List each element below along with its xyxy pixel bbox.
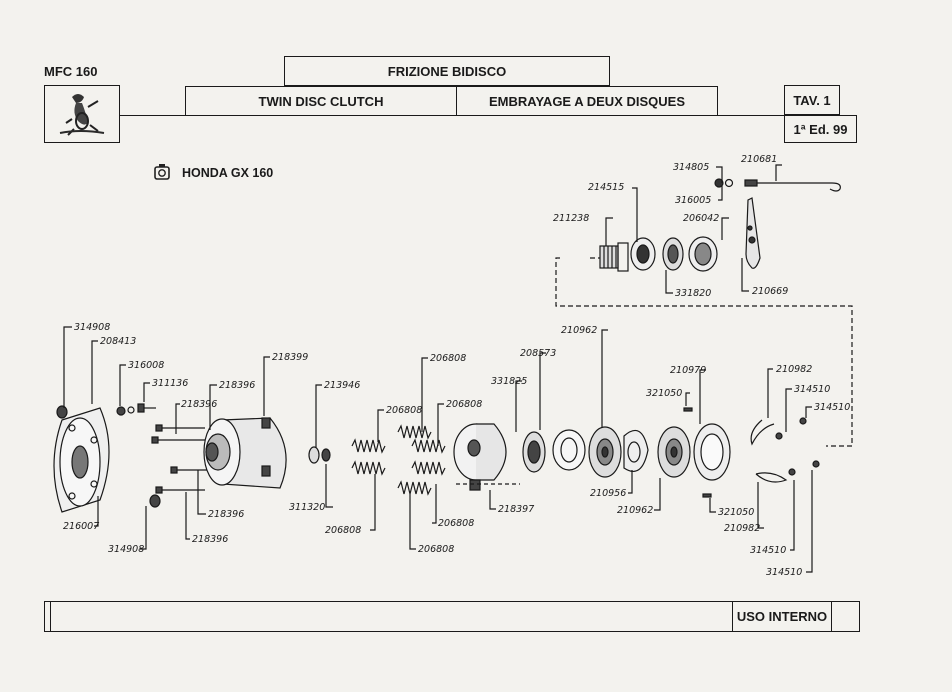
pn-218396-low: 218396 (208, 509, 244, 520)
pn-321050-top: 321050 (646, 388, 682, 399)
pn-208413: 208413 (100, 336, 136, 347)
pn-213946: 213946 (324, 380, 360, 391)
pn-206808-f: 206808 (418, 544, 454, 555)
pn-210681: 210681 (741, 154, 777, 165)
pn-206042: 206042 (683, 213, 719, 224)
pn-331825: 331825 (491, 376, 527, 387)
pn-210962-top: 210962 (561, 325, 597, 336)
part-pressure-plate (453, 423, 507, 491)
edition: 1ª Ed. 99 (784, 115, 857, 143)
pn-218396-bottom: 218396 (192, 534, 228, 545)
pn-314510-d: 314510 (766, 567, 802, 578)
pn-316005: 316005 (675, 195, 711, 206)
footer-left-tick (50, 601, 51, 632)
title-italian: FRIZIONE BIDISCO (284, 56, 610, 86)
pn-208573: 208573 (520, 348, 556, 359)
logo-box (44, 85, 120, 143)
pn-314805: 314805 (673, 162, 709, 173)
pn-210979: 210979 (670, 365, 706, 376)
engine-icon (153, 163, 173, 188)
pn-216007: 216007 (63, 521, 99, 532)
pn-206808-d: 206808 (325, 525, 361, 536)
pn-210962-bottom: 210962 (617, 505, 653, 516)
pn-218396-mid: 218396 (181, 399, 217, 410)
pn-218396-top: 218396 (219, 380, 255, 391)
engine-label: HONDA GX 160 (182, 166, 274, 180)
pn-210982-bottom: 210982 (724, 523, 760, 534)
pn-210669: 210669 (752, 286, 788, 297)
part-bell-housing (53, 407, 110, 513)
pn-218399: 218399 (272, 352, 308, 363)
mascot-logo (59, 94, 105, 136)
pn-314908-top: 314908 (74, 322, 110, 333)
pn-206808-b: 206808 (430, 353, 466, 364)
pn-314510-b: 314510 (814, 402, 850, 413)
pn-311136: 311136 (152, 378, 188, 389)
title-french: EMBRAYAGE A DEUX DISQUES (456, 86, 718, 116)
pn-331820: 331820 (675, 288, 711, 299)
pn-316008: 316008 (128, 360, 164, 371)
pn-311320: 311320 (289, 502, 325, 513)
pn-314510-a: 314510 (794, 384, 830, 395)
pn-210956: 210956 (590, 488, 626, 499)
pn-206808-e: 206808 (438, 518, 474, 529)
pn-314908-bottom: 314908 (108, 544, 144, 555)
pn-218397: 218397 (498, 504, 534, 515)
springs (351, 424, 446, 496)
part-pinion (599, 242, 629, 272)
pn-321050-bottom: 321050 (718, 507, 754, 518)
footer-frame (44, 601, 860, 632)
pn-210982-top: 210982 (776, 364, 812, 375)
pn-314510-c: 314510 (750, 545, 786, 556)
pn-206808-c: 206808 (446, 399, 482, 410)
pn-211238: 211238 (553, 213, 589, 224)
table-number: TAV. 1 (784, 85, 840, 115)
pn-214515: 214515 (588, 182, 624, 193)
usage-box: USO INTERNO (732, 601, 832, 632)
pn-206808-a: 206808 (386, 405, 422, 416)
part-drum (203, 417, 287, 489)
model-code: MFC 160 (44, 64, 98, 79)
